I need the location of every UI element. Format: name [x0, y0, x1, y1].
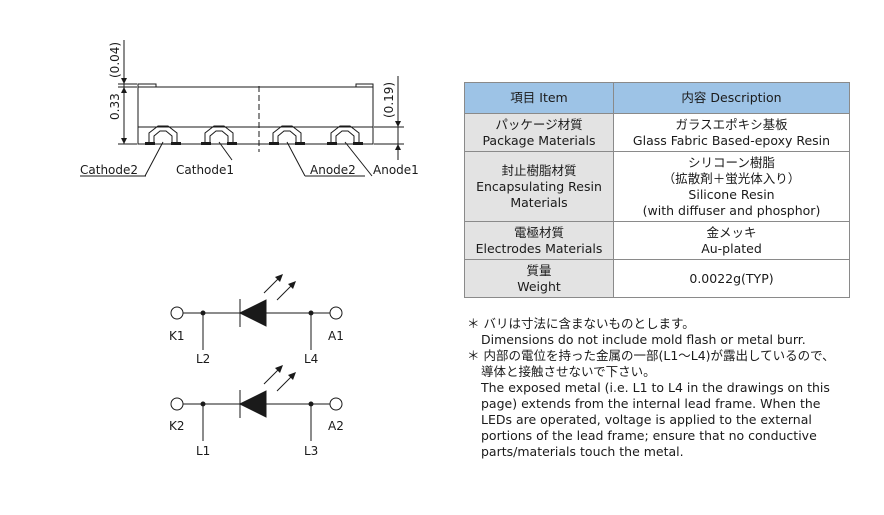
- label-anode1: Anode1: [373, 163, 419, 177]
- label-l2: L2: [196, 352, 210, 366]
- label-k1: K1: [169, 329, 185, 343]
- desc-cell: シリコーン樹脂 （拡散剤＋蛍光体入り） Silicone Resin (with…: [613, 151, 850, 222]
- table-row: パッケージ材質 Package Materials ガラスエポキシ基板 Glas…: [464, 113, 850, 152]
- desc-cell: 金メッキ Au-plated: [613, 221, 850, 260]
- dim-top-gap: (0.04): [108, 42, 122, 78]
- label-l1: L1: [196, 444, 210, 458]
- dim-height: 0.33: [108, 93, 122, 120]
- table-row: 封止樹脂材質 Encapsulating Resin Materials シリコ…: [464, 151, 850, 222]
- label-a2: A2: [328, 419, 344, 433]
- materials-table: 項目 Item 内容 Description パッケージ材質 Package M…: [464, 82, 850, 298]
- led-circuit-1: [170, 274, 343, 350]
- note-2-en-2: page) extends from the internal lead fra…: [481, 396, 821, 411]
- lens-anode2: [272, 125, 302, 144]
- note-2-jp-cont: 導体と接触させないで下さい。: [481, 364, 656, 379]
- note-2-jp: ＊ 内部の電位を持った金属の一部(L1～L4)が露出しているので、: [467, 348, 835, 363]
- substrate: [137, 126, 374, 145]
- led-circuit-2: [170, 365, 343, 441]
- table-row: 質量 Weight 0.0022g(TYP): [464, 259, 850, 298]
- item-cell: 質量 Weight: [464, 259, 614, 298]
- note-2-en-4: portions of the lead frame; ensure that …: [481, 428, 817, 443]
- note-2-en-1: The exposed metal (i.e. L1 to L4 in the …: [481, 380, 830, 395]
- step-left: [137, 83, 157, 88]
- note-1-jp: ＊ バリは寸法に含まないものとします。: [467, 316, 695, 331]
- label-l4: L4: [304, 352, 318, 366]
- dim-lens-height: (0.19): [382, 82, 396, 118]
- item-cell: 封止樹脂材質 Encapsulating Resin Materials: [464, 151, 614, 222]
- lens-anode1: [330, 125, 360, 144]
- desc-cell: 0.0022g(TYP): [613, 259, 850, 298]
- step-right: [355, 83, 374, 88]
- label-anode2: Anode2: [310, 163, 356, 177]
- resin-body: [137, 86, 374, 128]
- label-a1: A1: [328, 329, 344, 343]
- lens-cathode1: [204, 125, 234, 144]
- label-cathode1: Cathode1: [176, 163, 234, 177]
- table-header: 項目 Item 内容 Description: [464, 82, 850, 114]
- note-1-en: Dimensions do not include mold flash or …: [481, 332, 806, 347]
- led-symbol-2: [238, 390, 267, 418]
- header-description: 内容 Description: [613, 82, 850, 114]
- label-cathode2: Cathode2: [80, 163, 138, 177]
- electrode-pads: [145, 142, 363, 145]
- note-2-en-5: parts/materials touch the metal.: [481, 444, 684, 459]
- note-2-en-3: LEDs are operated, voltage is applied to…: [481, 412, 812, 427]
- header-item: 項目 Item: [464, 82, 614, 114]
- desc-cell: ガラスエポキシ基板 Glass Fabric Based-epoxy Resin: [613, 113, 850, 152]
- item-cell: パッケージ材質 Package Materials: [464, 113, 614, 152]
- package-side-view: [80, 40, 404, 177]
- notes: ＊ バリは寸法に含まないものとします。 Dimensions do not in…: [467, 316, 867, 460]
- label-k2: K2: [169, 419, 185, 433]
- label-l3: L3: [304, 444, 318, 458]
- table-row: 電極材質 Electrodes Materials 金メッキ Au-plated: [464, 221, 850, 260]
- item-cell: 電極材質 Electrodes Materials: [464, 221, 614, 260]
- led-symbol-1: [238, 299, 267, 327]
- lens-cathode2: [148, 125, 178, 144]
